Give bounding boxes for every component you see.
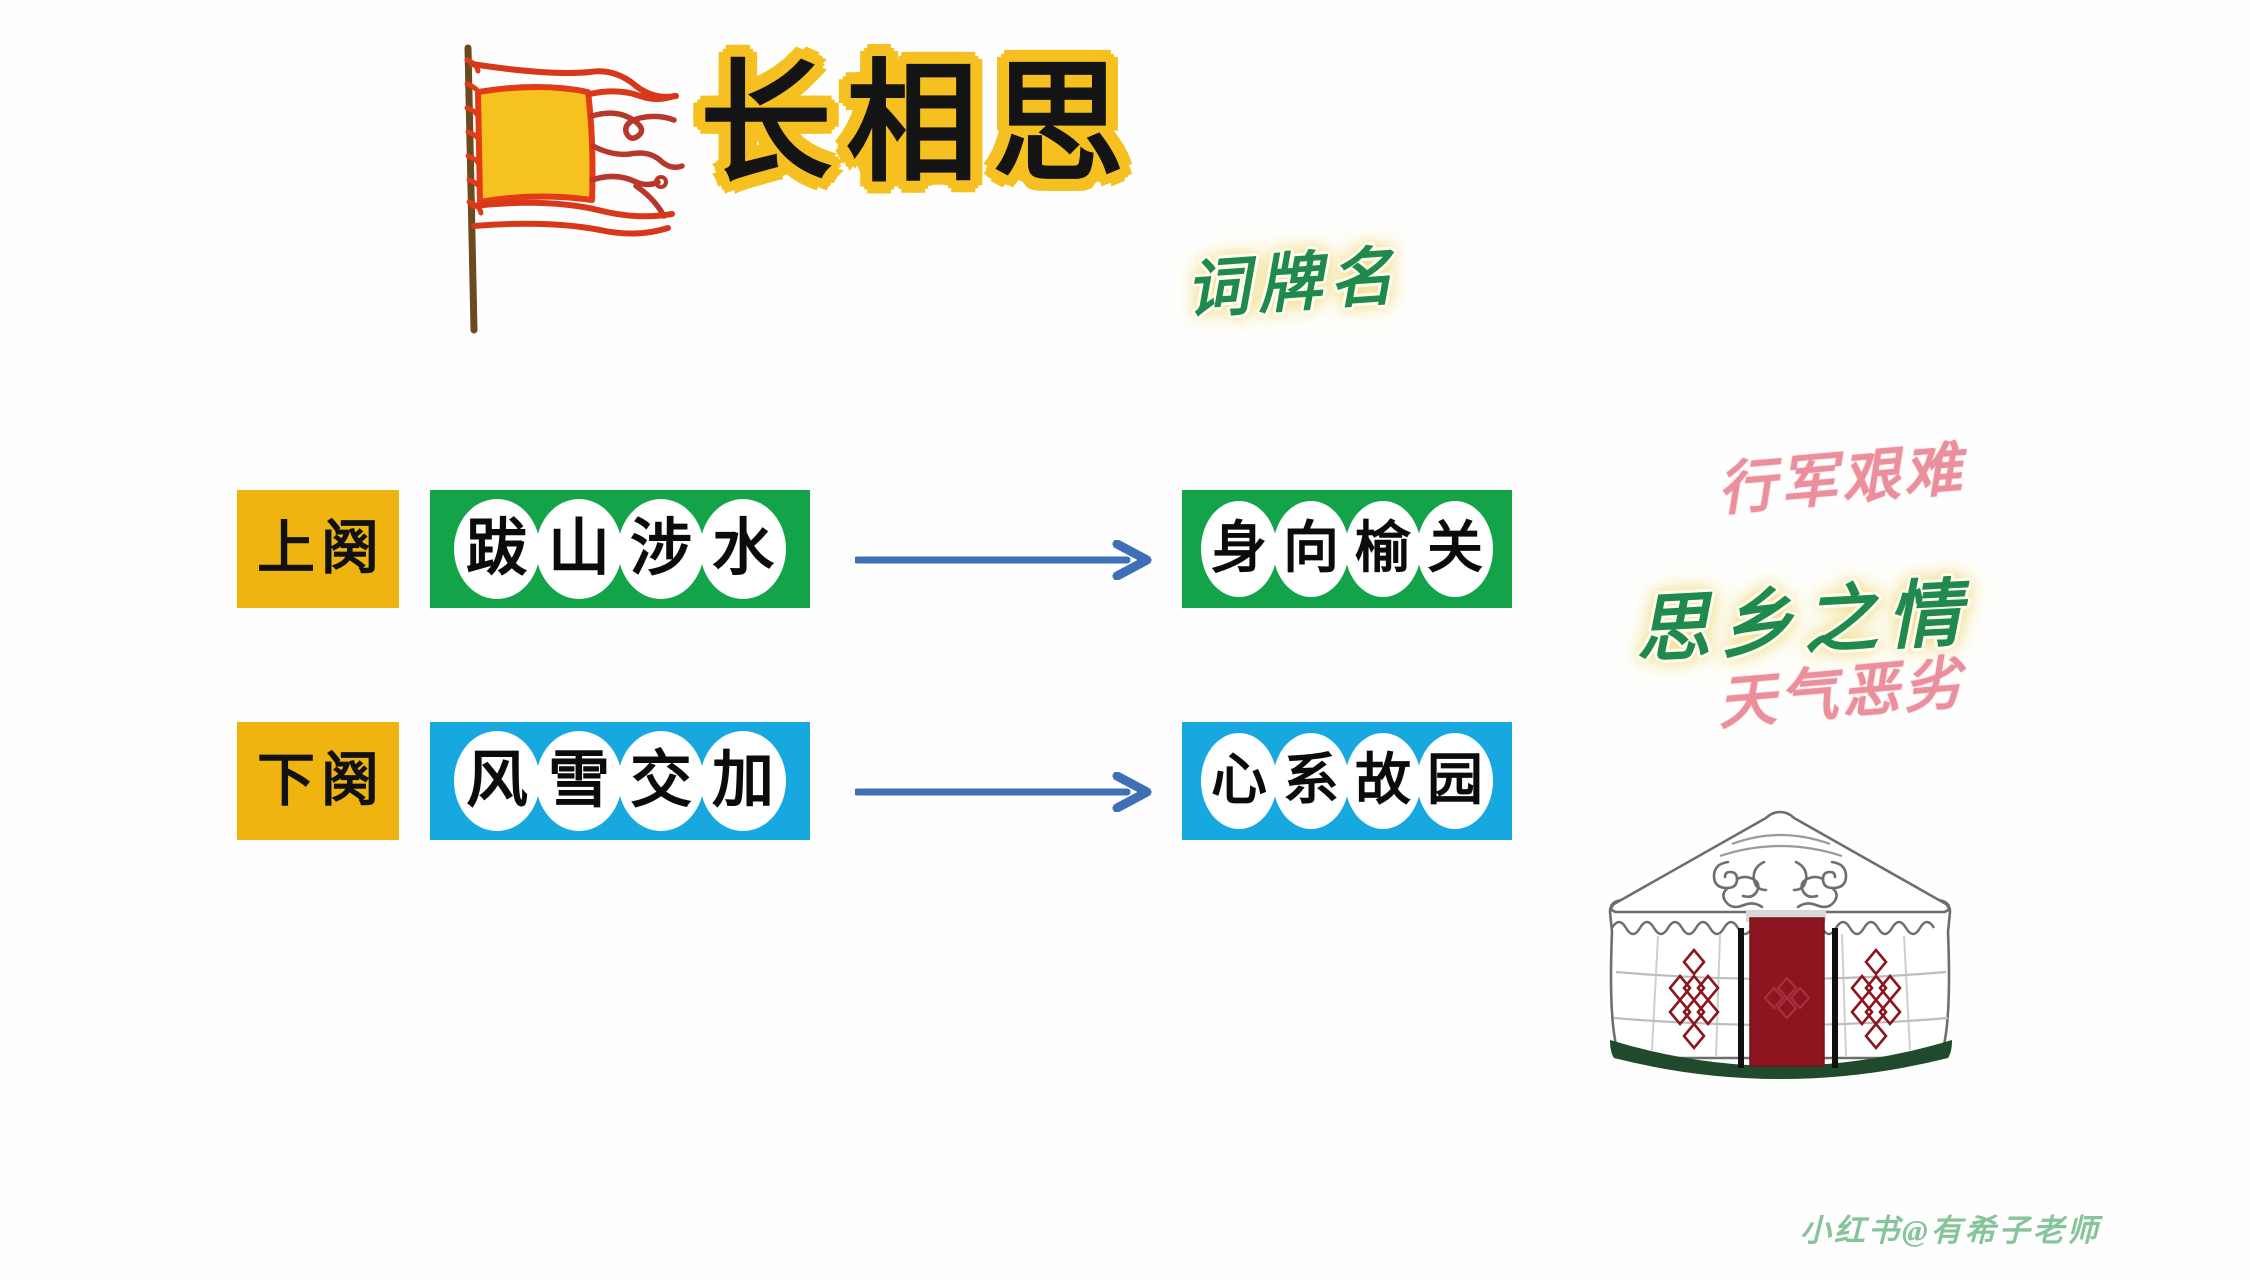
page-title-text: 长相思 xyxy=(700,51,1138,198)
char-text: 雪 xyxy=(547,747,610,815)
char-text: 园 xyxy=(1427,750,1483,812)
char-text: 故 xyxy=(1355,750,1411,812)
arrow-group-xingjunjiannan: 行军艰难 xyxy=(855,436,1968,610)
watermark-credit: 小红书@有希子老师 xyxy=(1800,1213,2101,1248)
char-text: 山 xyxy=(547,515,610,583)
phrase-box-xinxiguyuan: 心 系 故 园 xyxy=(1182,722,1512,840)
char-text: 心 xyxy=(1211,750,1267,812)
char-text: 跋 xyxy=(465,515,528,583)
char-bubble: 交 xyxy=(618,731,704,831)
char-bubble: 园 xyxy=(1417,733,1493,829)
tag-shangque: 上阕 xyxy=(237,490,399,608)
phrase-box-bashanshishui: 跋 山 涉 水 xyxy=(430,490,810,608)
char-text: 关 xyxy=(1427,518,1483,580)
char-text: 向 xyxy=(1283,518,1339,580)
char-text: 涉 xyxy=(629,515,692,583)
char-bubble: 心 xyxy=(1201,733,1277,829)
char-text: 加 xyxy=(711,747,774,815)
char-bubble: 雪 xyxy=(536,731,622,831)
mongolian-yurt-icon xyxy=(1580,800,1980,1100)
char-text: 风 xyxy=(465,747,528,815)
char-bubble: 关 xyxy=(1417,501,1493,597)
char-bubble: 向 xyxy=(1273,501,1349,597)
char-text: 榆 xyxy=(1355,518,1411,580)
phrase-box-shenxiangyuguan: 身 向 榆 关 xyxy=(1182,490,1512,608)
tag-xiaque-label: 下阕 xyxy=(256,748,385,813)
char-text: 身 xyxy=(1211,518,1267,580)
arrow-group-tianqieli: 天气恶劣 xyxy=(855,650,1968,842)
page-title: 长相思 xyxy=(700,45,1160,215)
tag-xiaque: 下阕 xyxy=(237,722,399,840)
arrow-icon xyxy=(855,772,1152,812)
arrow-icon xyxy=(855,540,1152,580)
char-text: 水 xyxy=(711,515,774,583)
char-bubble: 故 xyxy=(1345,733,1421,829)
char-bubble: 风 xyxy=(454,731,540,831)
char-bubble: 加 xyxy=(700,731,786,831)
banner-flag-icon xyxy=(440,30,730,340)
char-text: 交 xyxy=(629,747,692,815)
char-bubble: 跋 xyxy=(454,499,540,599)
char-bubble: 涉 xyxy=(618,499,704,599)
char-bubble: 水 xyxy=(700,499,786,599)
arrow-caption-xingjunjiannan: 行军艰难 xyxy=(1715,436,1968,523)
char-bubble: 身 xyxy=(1201,501,1277,597)
tag-shangque-label: 上阕 xyxy=(256,516,385,581)
char-bubble: 榆 xyxy=(1345,501,1421,597)
char-bubble: 山 xyxy=(536,499,622,599)
char-bubble: 系 xyxy=(1273,733,1349,829)
char-text: 系 xyxy=(1283,750,1339,812)
phrase-box-fengxuejiaojia: 风 雪 交 加 xyxy=(430,722,810,840)
annotation-cipaiming: 词牌名 xyxy=(1183,240,1404,327)
